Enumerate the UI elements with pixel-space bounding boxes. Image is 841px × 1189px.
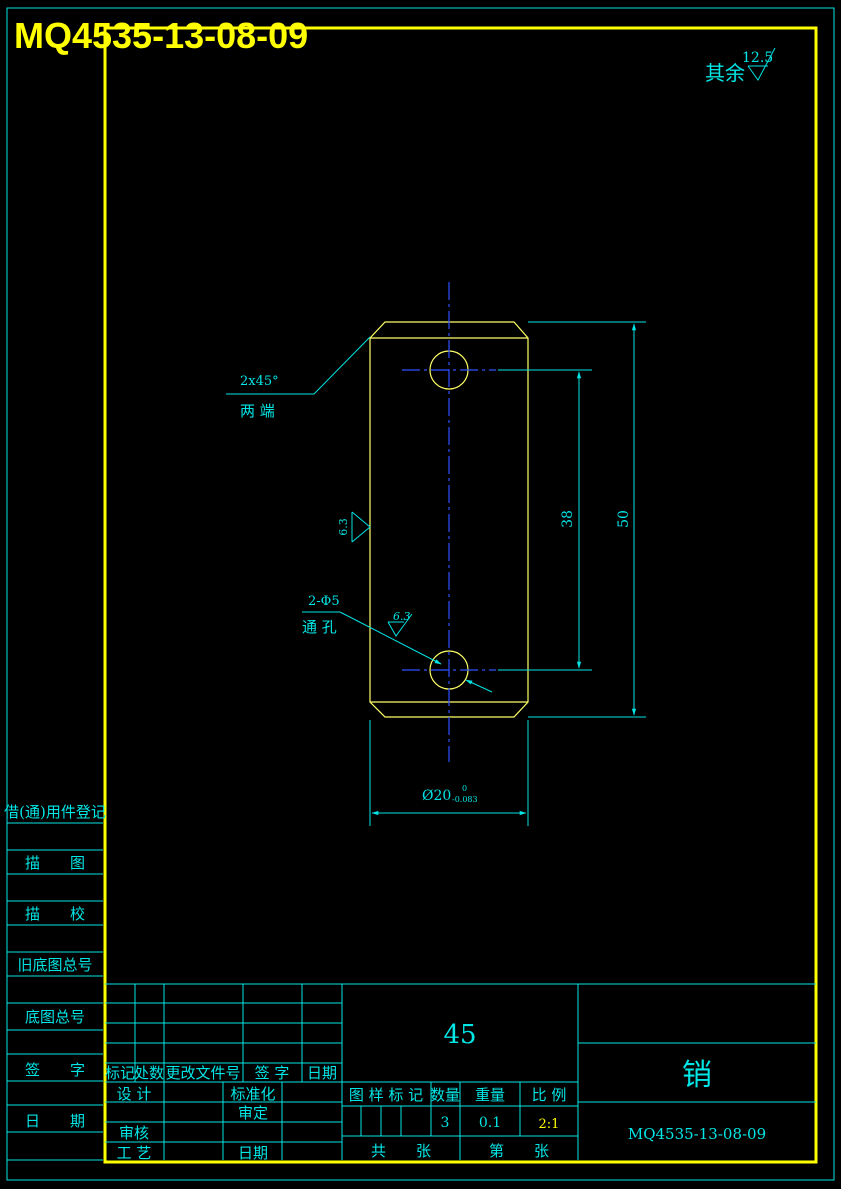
title-block-grid xyxy=(105,983,816,1160)
dim-diameter-lower-tol: -0.083 xyxy=(452,795,478,804)
header-drawing-mark: 图 样 标 记 xyxy=(349,1086,423,1104)
header-weight: 重量 xyxy=(475,1086,505,1104)
header-scale: 比 例 xyxy=(532,1086,567,1104)
dim-length-label: 50 xyxy=(616,510,632,528)
drawing-number-banner: MQ4535-13-08-09 xyxy=(14,15,308,56)
title-block-text: 45 销 MQ4535-13-08-09 标记 处数 更改文件号 签 字 日期 … xyxy=(105,1020,766,1162)
label-check: 审核 xyxy=(119,1124,149,1142)
scale-value: 2:1 xyxy=(539,1117,560,1132)
chamfer-spec: 2x45° xyxy=(240,374,279,389)
rev-header-date: 日期 xyxy=(307,1064,337,1082)
side-strip xyxy=(7,822,103,1161)
sheet-number: 第 张 xyxy=(489,1142,549,1160)
rev-header-mark: 标记 xyxy=(105,1064,135,1082)
label-design: 设 计 xyxy=(117,1085,152,1103)
side-label-tracing: 描 图 xyxy=(25,854,85,872)
hole-roughness-value: 6.3 xyxy=(393,610,411,623)
dim-hole-spacing-label: 38 xyxy=(560,510,576,528)
side-roughness-value: 6.3 xyxy=(337,518,350,536)
chamfer-note: 两 端 xyxy=(240,402,275,420)
quantity-value: 3 xyxy=(441,1115,450,1131)
side-label-signature: 签 字 xyxy=(25,1061,85,1079)
center-lines xyxy=(402,282,496,762)
part-name: 销 xyxy=(682,1058,712,1093)
label-date: 日期 xyxy=(238,1144,268,1162)
hole-roughness-symbol: 6.3 xyxy=(387,610,413,637)
side-label-trace-check: 描 校 xyxy=(25,905,85,923)
side-strip-labels: 借(通)用件登记 描 图 描 校 旧底图总号 底图总号 签 字 日 期 xyxy=(4,803,106,1130)
holes-note: 通 孔 xyxy=(302,618,337,636)
rev-header-signature: 签 字 xyxy=(255,1064,290,1082)
side-label-borrowed-parts: 借(通)用件登记 xyxy=(4,803,106,821)
material-value: 45 xyxy=(443,1020,476,1050)
roughness-other: 其余 12.5 xyxy=(705,47,776,85)
drawing-number: MQ4535-13-08-09 xyxy=(628,1125,766,1143)
side-label-old-base-number: 旧底图总号 xyxy=(17,956,92,974)
holes-spec: 2-Φ5 xyxy=(308,594,340,609)
dim-diameter-base: Ø20 xyxy=(422,788,451,804)
rev-header-count: 处数 xyxy=(134,1064,164,1082)
header-quantity: 数量 xyxy=(430,1086,460,1104)
label-process: 工 艺 xyxy=(117,1144,152,1162)
rev-header-change-doc: 更改文件号 xyxy=(165,1064,240,1082)
roughness-other-value: 12.5 xyxy=(742,50,773,66)
roughness-other-label: 其余 xyxy=(705,61,745,85)
extension-lines xyxy=(369,321,646,826)
holes-leader: 2-Φ5 通 孔 xyxy=(302,594,493,693)
chamfer-leader: 2x45° 两 端 xyxy=(226,336,371,420)
drawing-frame xyxy=(103,26,818,1164)
sheets-total: 共 张 xyxy=(371,1142,431,1160)
label-approve: 审定 xyxy=(238,1104,268,1122)
outer-border xyxy=(6,7,835,1181)
label-standardize: 标准化 xyxy=(230,1085,275,1103)
side-label-date: 日 期 xyxy=(25,1112,85,1130)
side-label-base-number: 底图总号 xyxy=(25,1008,85,1026)
dim-diameter-upper-tol: 0 xyxy=(462,784,467,793)
side-roughness-symbol: 6.3 xyxy=(337,511,371,543)
weight-value: 0.1 xyxy=(479,1115,501,1131)
